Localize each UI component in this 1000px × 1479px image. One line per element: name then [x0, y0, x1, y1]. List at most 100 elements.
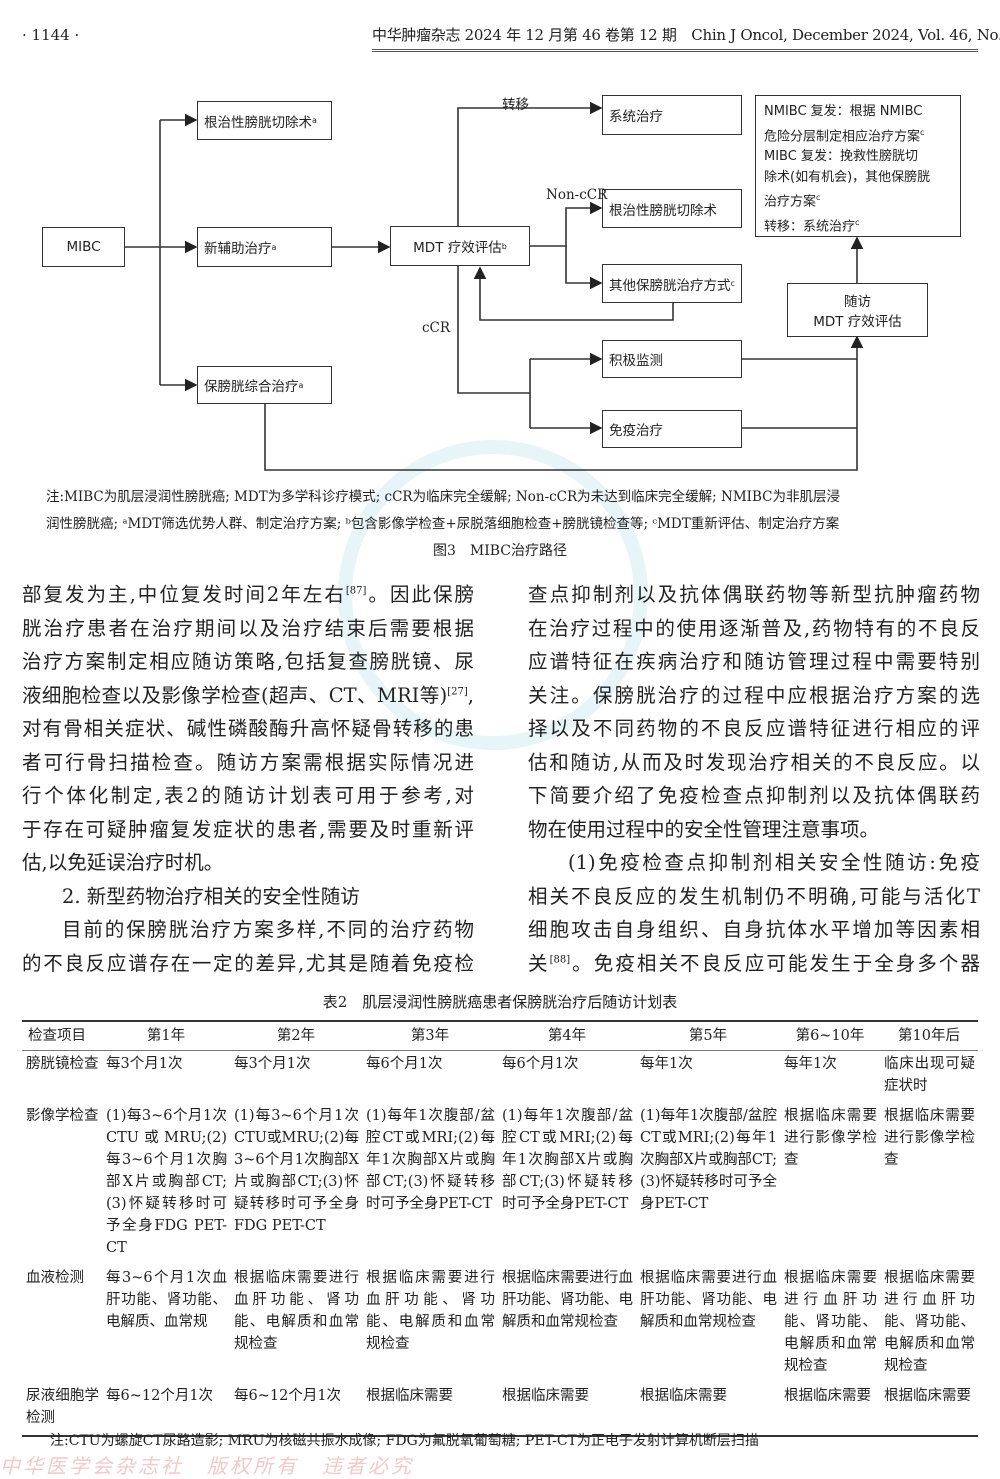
- box-active-surveillance: 积极监测: [602, 340, 742, 378]
- recurrence-line: MIBC 复发：挽救性膀胱切: [764, 149, 918, 165]
- table-cell: 每6~12个月1次: [106, 1388, 214, 1404]
- citation[interactable]: [88]: [549, 954, 571, 965]
- recurrence-line: NMIBC 复发：根据 NMIBC: [764, 104, 923, 119]
- table-row: 膀胱镜检查每3个月1次每3个月1次每6个月1次每6个月1次每年1次每年1次临床出…: [22, 1051, 978, 1104]
- column-header: 第1年: [146, 1028, 186, 1044]
- text-line: 应谱特征在疾病治疗和随访管理过程中需要特别: [528, 650, 980, 673]
- table-cell: 根据临床需要: [640, 1388, 727, 1404]
- box-radical-cystectomy-2: 根治性膀胱切除术: [602, 189, 742, 228]
- table-cell: 根据临床需要进行血肝功能、肾功能、电解质和血常规检查: [784, 1270, 877, 1374]
- table-header-row: 检查项目第1年第2年第3年第4年第5年第6~10年第10年后: [22, 1021, 978, 1051]
- text-line: 对有骨相关症状、碱性磷酸酶升高怀疑骨转移的患: [22, 717, 474, 740]
- box-label: 其他保膀胱治疗方式: [609, 277, 731, 294]
- footnote-marker: c: [855, 218, 860, 228]
- text-line: 查点抑制剂以及抗体偶联药物等新型抗肿瘤药物: [528, 583, 980, 606]
- table-row: 尿液细胞学检测每6~12个月1次每6~12个月1次根据临床需要根据临床需要根据临…: [22, 1383, 978, 1436]
- box-label: 随访: [844, 294, 871, 310]
- label-non-ccr: Non-cCR: [546, 187, 608, 203]
- recurrence-line: 治疗方案c: [764, 188, 952, 213]
- row-label: 膀胱镜检查: [26, 1056, 99, 1072]
- recurrence-line: 除术(如有机会)，其他保膀胱: [764, 169, 931, 185]
- table-cell: 每年1次: [640, 1056, 693, 1072]
- row-label: 尿液细胞学检测: [26, 1388, 99, 1426]
- recurrence-text: 危险分层制定相应治疗方案: [764, 128, 921, 144]
- page-number: · 1144 ·: [22, 26, 80, 44]
- footnote-marker: c: [730, 279, 735, 288]
- text-line: 估和随访,从而及时发现治疗相关的不良反应。以: [528, 750, 980, 774]
- recurrence-text: 转移：系统治疗: [764, 219, 856, 235]
- label-metastasis: 转移: [502, 97, 529, 113]
- row-label: 血液检测: [26, 1270, 84, 1286]
- table-cell: 每6个月1次: [366, 1056, 443, 1072]
- recurrence-text: 治疗方案: [764, 194, 817, 210]
- text-line: 目前的保膀胱治疗方案多样,不同的治疗药物: [62, 918, 474, 941]
- box-systemic-therapy: 系统治疗: [602, 95, 742, 135]
- table-cell: 根据临床需要进行血肝功能、肾功能、电解质和血常规检查: [502, 1270, 633, 1330]
- text-line: 细胞攻击自身组织、自身抗体水平增加等因素相: [528, 918, 980, 941]
- table-caption: 表2 肌层浸润性膀胱癌患者保膀胱治疗后随访计划表: [322, 993, 678, 1011]
- footnote-marker: c: [816, 193, 821, 203]
- table-cell: (1)每3~6个月1次CTU或MRU;(2)每3~6个月1次胸部X片或胸部CT;…: [234, 1108, 359, 1234]
- citation[interactable]: [87]: [345, 585, 367, 597]
- column-header: 第10年后: [898, 1028, 960, 1044]
- body-column-left: 部复发为主,中位复发时间2年左右[87]。因此保膀胱治疗患者在治疗期间以及治疗结…: [22, 578, 474, 980]
- table-cell: 根据临床需要进行血肝功能、肾功能、电解质和血常规检查: [884, 1270, 975, 1374]
- table-row: 血液检测每3~6个月1次血肝功能、肾功能、电解质、血常规根据临床需要进行血肝功能…: [22, 1265, 978, 1383]
- table-cell: 根据临床需要进行血肝功能、肾功能、电解质和血常规检查: [234, 1270, 359, 1352]
- followup-table: 检查项目第1年第2年第3年第4年第5年第6~10年第10年后 膀胱镜检查每3个月…: [22, 1020, 978, 1437]
- table-cell: (1)每3~6个月1次CTU或MRU;(2)每3~6个月1次胸部X片或胸部CT;…: [106, 1108, 227, 1256]
- table-cell: 临床出现可疑症状时: [884, 1056, 975, 1094]
- citation[interactable]: [27]: [447, 686, 468, 697]
- box-label: 保膀胱综合治疗: [204, 379, 299, 395]
- table-cell: (1)每年1次腹部/盆腔CT或MRI;(2)每年1次胸部X片或胸部CT;(3)怀…: [640, 1108, 777, 1212]
- table-cell: 每年1次: [784, 1056, 837, 1072]
- figure-caption: 图3 MIBC治疗路径: [432, 543, 568, 559]
- table-note: 注:CTU为螺旋CT尿路造影; MRU为核磁共振水成像; FDG为氟脱氧葡萄糖;…: [50, 1433, 759, 1449]
- table-cell: 每3个月1次: [106, 1056, 183, 1072]
- table-cell: 每6个月1次: [502, 1056, 579, 1072]
- row-label: 影像学检查: [26, 1108, 99, 1124]
- text-line: 估,以免延误治疗时机。: [22, 851, 224, 874]
- text-line: 治疗方案制定相应随访策略,包括复查膀胱镜、尿: [22, 650, 474, 673]
- flowchart-connectors: [125, 101, 864, 471]
- footnote-marker: a: [271, 242, 277, 252]
- copyright-watermark: 中华医学会杂志社 版权所有 违者必究: [0, 1454, 414, 1478]
- box-recurrence: NMIBC 复发：根据 NMIBC 危险分层制定相应治疗方案c MIBC 复发：…: [755, 95, 961, 237]
- footnote-marker: c: [920, 127, 925, 137]
- table-cell: 根据临床需要进行血肝功能、肾功能、电解质和血常规检查: [366, 1270, 495, 1352]
- figure-note-1: 注:MIBC为肌层浸润性膀胱癌; MDT为多学科诊疗模式; cCR为临床完全缓解…: [46, 489, 840, 505]
- table-cell: 根据临床需要: [884, 1388, 971, 1404]
- text-line: 液细胞检查以及影像学检查(超声、CT、MRI等)[27],: [22, 683, 474, 707]
- column-header: 第6~10年: [795, 1028, 865, 1044]
- recurrence-line: 危险分层制定相应治疗方案c: [764, 123, 952, 148]
- column-header: 检查项目: [28, 1028, 86, 1044]
- box-label: MDT 疗效评估: [413, 240, 502, 256]
- box-immunotherapy: 免疫治疗: [602, 410, 742, 448]
- table-cell: 根据临床需要进行影像学检查: [884, 1108, 975, 1168]
- text-line: 2. 新型药物治疗相关的安全性随访: [62, 884, 360, 908]
- table-row: 影像学检查 (1)每3~6个月1次CTU或MRU;(2)每3~6个月1次胸部X片或…: [22, 1103, 978, 1265]
- footnote-marker: a: [312, 116, 317, 125]
- text-line: 下简要介绍了免疫检查点抑制剂以及抗体偶联药: [528, 784, 980, 807]
- box-mibc: MIBC: [42, 227, 125, 267]
- figure-note-2: 润性膀胱癌; ᵃMDT筛选优势人群、制定治疗方案; ᵇ包含影像学检查+尿脱落细胞…: [46, 516, 840, 532]
- footnote-marker: b: [501, 241, 507, 251]
- footnote-marker: a: [298, 380, 304, 390]
- text-line: 于存在可疑肿瘤复发症状的患者,需要及时重新评: [22, 817, 474, 841]
- journal-header: 中华肿瘤杂志 2024 年 12 月第 46 卷第 12 期 Chin J On…: [372, 24, 1000, 52]
- column-header: 第5年: [688, 1028, 728, 1044]
- table-cell: (1)每年1次腹部/盆腔CT或MRI;(2)每年1次胸部X片或胸部CT;(3)怀…: [366, 1108, 495, 1212]
- table-cell: 每3~6个月1次血肝功能、肾功能、电解质、血常规: [106, 1270, 227, 1330]
- text-line: 相关不良反应的发生机制仍不明确,可能与活化T: [528, 884, 980, 908]
- box-label: 新辅助治疗: [204, 241, 272, 257]
- text-line: 择以及不同药物的不良反应谱特征进行相应的评: [528, 717, 980, 740]
- table-cell: 根据临床需要进行血肝功能、肾功能、电解质和血常规检查: [640, 1270, 777, 1330]
- text-line: 部复发为主,中位复发时间2年左右[87]。因此保膀: [22, 583, 474, 606]
